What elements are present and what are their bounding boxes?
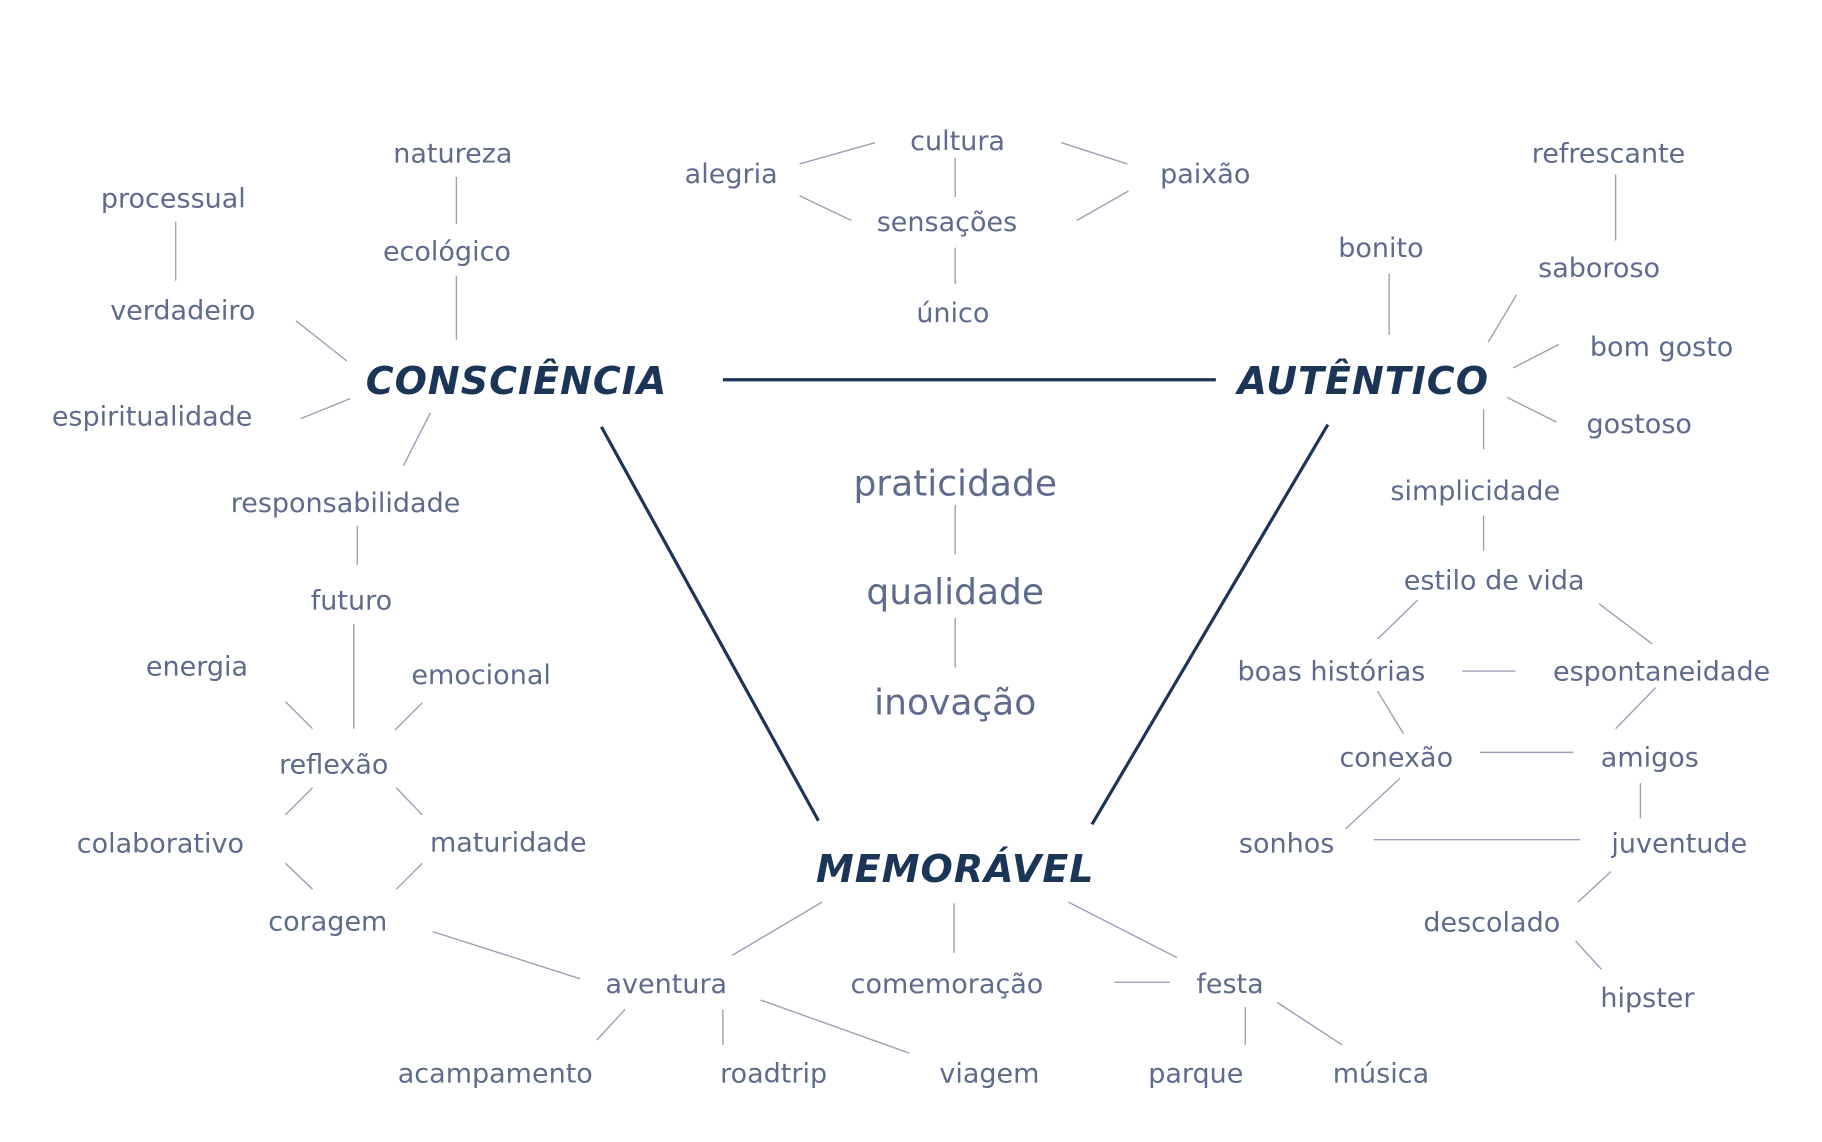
- word-espiritualidade: espiritualidade: [52, 402, 253, 433]
- word-festa: festa: [1196, 969, 1263, 1000]
- word-bom-gosto: bom gosto: [1590, 332, 1733, 363]
- word-verdadeiro: verdadeiro: [110, 296, 255, 327]
- word-unico: único: [916, 298, 989, 329]
- center-word-inovacao: inovação: [874, 683, 1036, 724]
- edge-juventude-descolado: [1577, 870, 1612, 903]
- word-alegria: alegria: [685, 159, 778, 190]
- edge-boas_historias-conexao: [1376, 690, 1404, 734]
- word-coragem: coragem: [268, 906, 387, 937]
- word-natureza: natureza: [393, 139, 512, 170]
- word-parque: parque: [1148, 1059, 1243, 1090]
- word-musica: música: [1333, 1059, 1429, 1090]
- word-roadtrip: roadtrip: [720, 1059, 827, 1090]
- word-hipster: hipster: [1600, 983, 1695, 1014]
- word-estilo-de-vida: estilo de vida: [1404, 566, 1585, 597]
- edge-maturidade-coragem: [395, 862, 423, 890]
- edge-festa-musica: [1276, 1001, 1343, 1046]
- edge-espiritualidade-consciencia: [300, 397, 351, 420]
- edge-alegria-cultura: [799, 142, 876, 165]
- edge-reflexao-colaborativo: [284, 787, 314, 816]
- edge-estilo_de_vida-boas_historias: [1376, 599, 1418, 640]
- word-maturidade: maturidade: [430, 827, 587, 858]
- word-comemoracao: comemoração: [851, 969, 1044, 1000]
- edges-layer: [175, 142, 1657, 1054]
- edge-bom_gosto-autentico: [1512, 343, 1560, 369]
- edge-descolado-hipster: [1575, 940, 1602, 970]
- edge-gostoso-autentico: [1506, 396, 1557, 423]
- word-paixao: paixão: [1160, 159, 1250, 190]
- edge-estilo_de_vida-espontaneidade: [1598, 603, 1653, 645]
- word-bonito: bonito: [1338, 233, 1423, 264]
- center-word-praticidade: praticidade: [853, 463, 1057, 504]
- edge-conexao-sonhos: [1345, 777, 1401, 830]
- word-juventude: juventude: [1610, 829, 1747, 860]
- word-sensacoes: sensações: [877, 207, 1017, 238]
- edge-energia-reflexao: [284, 701, 314, 730]
- edge-consciencia-responsabilidade: [402, 412, 432, 467]
- edge-reflexao-maturidade: [395, 787, 423, 816]
- word-colaborativo: colaborativo: [77, 829, 244, 860]
- edge-sensacoes-paixao: [1076, 190, 1129, 222]
- word-reflexao: reflexão: [279, 750, 388, 781]
- word-cultura: cultura: [910, 126, 1005, 157]
- word-espontaneidade: espontaneidade: [1553, 656, 1770, 687]
- hub-label-consciencia: CONSCIÊNCIA: [366, 359, 668, 403]
- edge-aventura-acampamento: [596, 1008, 626, 1041]
- edge-verdadeiro-consciencia: [295, 320, 348, 362]
- edge-aventura-viagem: [760, 999, 910, 1054]
- word-energia: energia: [146, 652, 248, 683]
- edge-espontaneidade-amigos: [1615, 687, 1657, 730]
- word-sonhos: sonhos: [1239, 829, 1334, 860]
- edge-saboroso-autentico: [1487, 294, 1518, 343]
- word-emocional: emocional: [411, 660, 550, 691]
- main-edge-autentico-memoravel: [1090, 423, 1330, 826]
- word-ecologico: ecológico: [383, 237, 511, 268]
- center-word-qualidade: qualidade: [866, 572, 1044, 613]
- edge-emocional-reflexao: [394, 702, 423, 731]
- edge-memoravel-festa: [1068, 901, 1178, 959]
- word-amigos: amigos: [1601, 743, 1699, 774]
- labels-layer: CONSCIÊNCIA AUTÊNTICO MEMORÁVEL praticidade…: [52, 126, 1770, 1090]
- word-processual: processual: [101, 184, 246, 215]
- word-conexao: conexão: [1339, 743, 1453, 774]
- word-viagem: viagem: [939, 1059, 1039, 1090]
- word-refrescante: refrescante: [1532, 139, 1686, 170]
- edge-alegria-sensacoes: [799, 195, 852, 222]
- word-descolado: descolado: [1423, 908, 1560, 939]
- main-edge-consciencia-memoravel: [600, 426, 820, 822]
- edge-coragem-aventura: [432, 930, 581, 980]
- hub-label-memoravel: MEMORÁVEL: [816, 847, 1095, 891]
- word-aventura: aventura: [606, 969, 728, 1000]
- word-acampamento: acampamento: [398, 1059, 593, 1090]
- edge-colaborativo-coragem: [284, 862, 313, 890]
- word-saboroso: saboroso: [1538, 253, 1660, 284]
- word-simplicidade: simplicidade: [1390, 476, 1560, 507]
- word-gostoso: gostoso: [1586, 409, 1691, 440]
- edge-memoravel-aventura: [731, 901, 823, 956]
- word-responsabilidade: responsabilidade: [231, 488, 461, 519]
- word-futuro: futuro: [311, 586, 392, 617]
- hub-label-autentico: AUTÊNTICO: [1235, 359, 1490, 403]
- word-boas-historias: boas histórias: [1237, 656, 1425, 687]
- edge-cultura-paixao: [1061, 142, 1128, 165]
